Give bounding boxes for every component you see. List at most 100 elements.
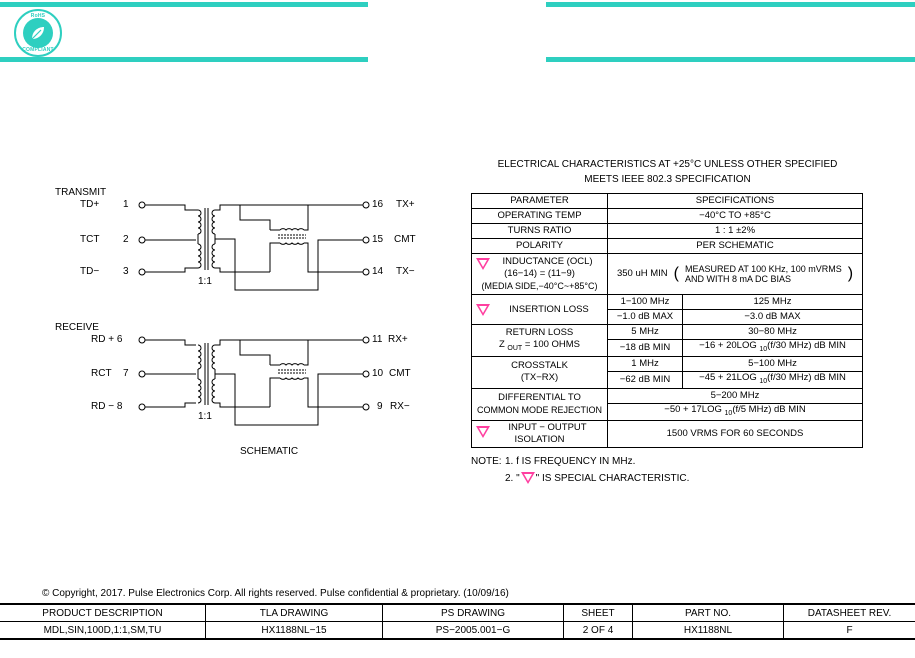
value-isolation: 1500 VRMS FOR 60 SECONDS [607,419,863,448]
return-r1c1: 5 MHz [607,324,683,340]
receive-label: RECEIVE [55,322,99,333]
table-row: PRODUCT DESCRIPTION TLA DRAWING PS DRAWI… [0,605,915,622]
param-polarity: POLARITY [471,238,608,254]
leaf-icon [23,18,53,48]
cmr-r1: 5−200 MHz [607,387,863,404]
param-cmr: DIFFERENTIAL TO COMMON MODE REJECTION [471,387,608,421]
footer-value-tla: HX1188NL−15 [205,621,383,638]
table-row: INDUCTANCE (OCL) (16−14) = (11−9) (MEDIA… [471,253,863,295]
pin-td-plus-name: TD+ [80,199,100,210]
header-parameter: PARAMETER [471,193,608,209]
logo-bottom-text: COMPLIANT [22,47,54,53]
value-inductance: 350 uH MIN ( MEASURED AT 100 KHz, 100 mV… [607,253,863,295]
insertion-r2c2: −3.0 dB MAX [682,309,863,325]
footer-header-sheet: SHEET [563,605,633,622]
note-label: NOTE: [471,456,502,467]
header-bar-top-right [546,2,915,7]
pin-td-minus-name: TD− [80,266,100,277]
pin-cmt-rx-name: CMT [389,368,411,379]
rohs-logo: RoHS COMPLIANT [14,9,62,57]
table-row: DIFFERENTIAL TO COMMON MODE REJECTION 5−… [471,387,863,421]
footer-header-product: PRODUCT DESCRIPTION [0,605,206,622]
table-row: OPERATING TEMP −40°C TO +85°C [471,208,863,224]
footer-value-part: HX1188NL [632,621,784,638]
param-isolation: INPUT − OUTPUT ISOLATION [471,419,608,448]
return-r1c2: 30−80 MHz [682,324,863,340]
header-specifications: SPECIFICATIONS [607,193,863,209]
spec-title-line2: MEETS IEEE 802.3 SPECIFICATION [584,174,751,185]
insertion-r1c1: 1−100 MHz [607,294,683,310]
pin-tx-plus-name: TX+ [396,199,415,210]
transmit-ratio: 1:1 [198,276,212,287]
return-r2c1: −18 dB MIN [607,339,683,357]
inductance-min: 350 uH MIN [616,268,668,279]
footer-header-ps: PS DRAWING [382,605,564,622]
crosstalk-r2c1: −62 dB MIN [607,370,683,389]
crosstalk-line1: CROSSTALK [511,360,568,372]
special-characteristic-icon [520,472,535,484]
insertion-r2c1: −1.0 dB MAX [607,309,683,325]
table-row: MDL,SIN,100D,1:1,SM,TU HX1188NL−15 PS−20… [0,621,915,638]
pin-rx-minus-name: RX− [390,401,410,412]
pin-16-number: 16 [372,199,384,210]
return-loss-line2: Z OUT = 100 OHMS [498,338,581,352]
pin-3-number: 3 [123,266,129,277]
footer-header-tla: TLA DRAWING [205,605,383,622]
transmit-label: TRANSMIT [55,187,107,198]
return-loss-line1: RETURN LOSS [505,326,574,338]
pin-tx-minus-name: TX− [396,266,415,277]
footer-value-product: MDL,SIN,100D,1:1,SM,TU [43,624,162,636]
table-row: PARAMETER SPECIFICATIONS [471,193,863,209]
inductance-line1: INDUCTANCE (OCL) [502,256,593,267]
table-row: TURNS RATIO 1 : 1 ±2% [471,223,863,239]
return-r2c2: −16 + 20LOG 10(f/30 MHz) dB MIN [682,339,863,357]
table-row: −18 dB MIN −16 + 20LOG 10(f/30 MHz) dB M… [472,339,863,357]
pin-10-number: 10 [372,368,384,379]
pin-15-number: 15 [372,234,384,245]
pin-11-number: 11 [372,334,383,345]
table-row: CROSSTALK (TX−RX) 1 MHz 5−100 MHz [471,355,863,389]
inductance-line3: (MEDIA SIDE,−40°C~+85°C) [481,281,598,291]
note-2: 2. " " IS SPECIAL CHARACTERISTIC. [505,472,690,484]
param-operating-temp: OPERATING TEMP [471,208,608,224]
insertion-r1c2: 125 MHz [682,294,863,310]
note-1: 1. f IS FREQUENCY IN MHz. [505,456,636,467]
value-polarity: PER SCHEMATIC [607,238,863,254]
inductance-note2: AND WITH 8 mA DC BIAS [684,274,791,284]
cmr-line1: DIFFERENTIAL TO [498,392,581,404]
isolation-line1: INPUT − OUTPUT [508,421,587,433]
pin-cmt-tx-name: CMT [394,234,416,245]
param-crosstalk: CROSSTALK (TX−RX) [471,355,608,389]
logo-top-text: RoHS [30,13,46,19]
cmr-line2: COMMON MODE REJECTION [477,405,602,416]
left-paren-icon: ( [673,265,679,282]
pin-9-number: 9 [377,401,383,412]
special-characteristic-icon [476,303,490,316]
footer-value-sheet: 2 OF 4 [563,621,633,638]
table-row: −62 dB MIN −45 + 21LOG 10(f/30 MHz) dB M… [472,370,863,389]
footer-value-ps: PS−2005.001−G [382,621,564,638]
footer-header-part: PART NO. [632,605,784,622]
schematic-caption: SCHEMATIC [240,446,299,457]
cmr-r2: −50 + 17LOG 10(f/5 MHz) dB MIN [607,402,863,421]
header-bar-bottom-right [546,57,915,62]
param-return-loss: RETURN LOSS Z OUT = 100 OHMS [471,324,608,357]
param-insertion-loss: INSERTION LOSS [471,294,608,325]
receive-ratio: 1:1 [198,411,212,422]
copyright-text: © Copyright, 2017. Pulse Electronics Cor… [42,588,509,599]
isolation-line2: ISOLATION [514,433,565,445]
spec-title-line1: ELECTRICAL CHARACTERISTICS AT +25°C UNLE… [497,159,838,170]
table-row: INSERTION LOSS 1−100 MHz 125 MHz [471,294,863,325]
title-block: PRODUCT DESCRIPTION TLA DRAWING PS DRAWI… [0,603,915,640]
pin-2-number: 2 [123,234,129,245]
header-bar-top-left [0,2,368,7]
pin-14-number: 14 [372,266,384,277]
footer-value-rev: F [783,621,915,638]
crosstalk-r1c2: 5−100 MHz [682,355,863,372]
right-paren-icon: ) [847,265,854,282]
pin-rd-minus-8: RD − 8 [91,401,123,412]
pin-rd-plus-6: RD + 6 [91,334,123,345]
table-row: RETURN LOSS Z OUT = 100 OHMS 5 MHz 30−80… [471,324,863,357]
param-turns-ratio: TURNS RATIO [471,223,608,239]
spec-table: PARAMETER SPECIFICATIONS OPERATING TEMP … [471,193,863,448]
